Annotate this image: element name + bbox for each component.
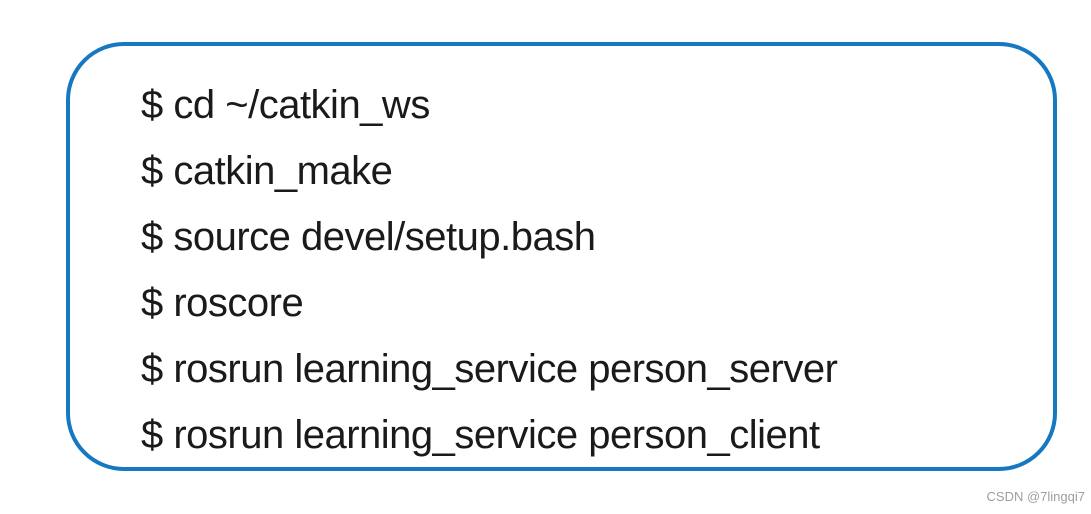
command-box: $ cd ~/catkin_ws $ catkin_make $ source … [66,42,1057,471]
command-line: $ cd ~/catkin_ws [141,83,430,127]
command-line: $ catkin_make [141,149,393,193]
command-line: $ rosrun learning_service person_client [141,413,820,457]
command-list: $ cd ~/catkin_ws $ catkin_make $ source … [70,46,1053,468]
command-line: $ rosrun learning_service person_server [141,347,838,391]
command-line: $ source devel/setup.bash [141,215,596,259]
command-line: $ roscore [141,281,304,325]
csdn-watermark: CSDN @7lingqi7 [986,489,1085,504]
